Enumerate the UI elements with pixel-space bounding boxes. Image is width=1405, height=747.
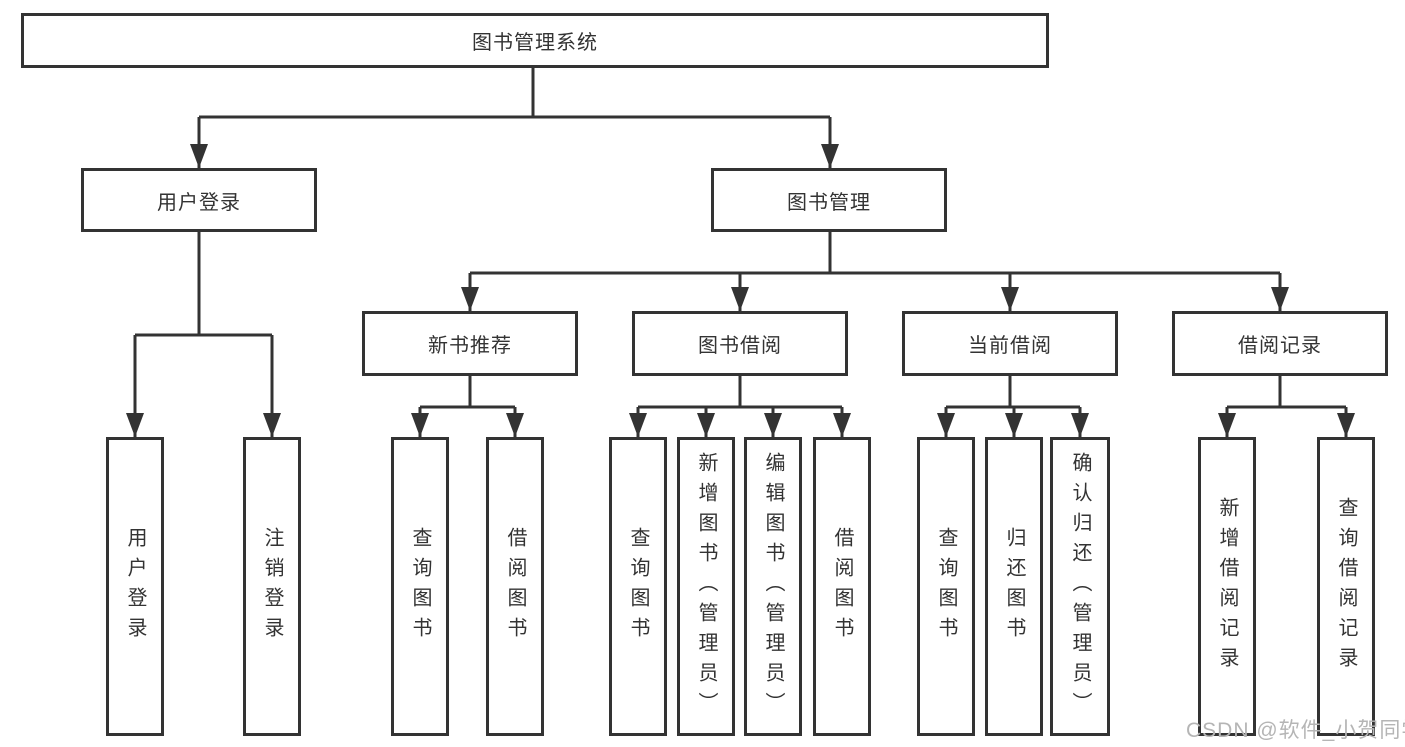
- node-label: 用户登录: [157, 191, 241, 214]
- node-label: 新书推荐: [428, 335, 512, 357]
- leaf-nb-borrow-books: 借阅图书: [486, 437, 544, 736]
- leaf-user-login: 用户登录: [106, 437, 164, 736]
- node-borrowing-records: 借阅记录: [1172, 311, 1388, 376]
- leaf-label: 用户登录: [124, 526, 146, 647]
- leaf-nb-query-books: 查询图书: [391, 437, 449, 736]
- node-label: 当前借阅: [968, 335, 1052, 357]
- leaf-logout: 注销登录: [243, 437, 301, 736]
- node-current-borrowing: 当前借阅: [902, 311, 1118, 376]
- leaf-label: 注销登录: [261, 526, 283, 647]
- leaf-bb-borrow-books: 借阅图书: [813, 437, 871, 736]
- connector-user-login-branch: [135, 232, 272, 337]
- connector-borrow-record-branch: [1227, 376, 1346, 409]
- leaf-br-add-record: 新增借阅记录: [1198, 437, 1256, 736]
- node-label: 图书管理系统: [472, 32, 598, 54]
- leaf-label: 查询图书: [627, 526, 649, 647]
- node-label: 图书借阅: [698, 335, 782, 357]
- leaf-br-query-record: 查询借阅记录: [1317, 437, 1375, 736]
- node-new-book-recommend: 新书推荐: [362, 311, 578, 376]
- leaf-label: 查询借阅记录: [1335, 496, 1357, 677]
- leaf-label: 借阅图书: [831, 526, 853, 647]
- node-library-management-system: 图书管理系统: [21, 13, 1049, 68]
- leaf-bb-edit-books-admin: 编辑图书（管理员）: [744, 437, 802, 736]
- connector-new-book-branch: [420, 376, 515, 409]
- leaf-bb-add-books-admin: 新增图书（管理员）: [677, 437, 735, 736]
- leaf-label: 查询图书: [935, 526, 957, 647]
- leaf-label: 确认归还（管理员）: [1069, 451, 1091, 722]
- connector-current-borrow-branch: [946, 376, 1080, 409]
- connector-book-borrow-branch: [638, 376, 842, 409]
- leaf-bb-query-books: 查询图书: [609, 437, 667, 736]
- leaf-label: 新增图书（管理员）: [695, 451, 717, 722]
- leaf-label: 归还图书: [1003, 526, 1025, 647]
- node-book-borrowing: 图书借阅: [632, 311, 848, 376]
- watermark: CSDN @软件_小贺同学: [1186, 719, 1405, 742]
- leaf-cb-confirm-return-admin: 确认归还（管理员）: [1050, 437, 1110, 736]
- node-user-login: 用户登录: [81, 168, 317, 232]
- node-label: 图书管理: [787, 191, 871, 214]
- leaf-label: 借阅图书: [504, 526, 526, 647]
- leaf-label: 编辑图书（管理员）: [762, 451, 784, 722]
- connector-book-management-branch: [470, 232, 1280, 275]
- connector-root-branch: [199, 68, 830, 119]
- leaf-cb-return-books: 归还图书: [985, 437, 1043, 736]
- node-book-management: 图书管理: [711, 168, 947, 232]
- leaf-cb-query-books: 查询图书: [917, 437, 975, 736]
- leaf-label: 查询图书: [409, 526, 431, 647]
- node-label: 借阅记录: [1238, 335, 1322, 357]
- leaf-label: 新增借阅记录: [1216, 496, 1238, 677]
